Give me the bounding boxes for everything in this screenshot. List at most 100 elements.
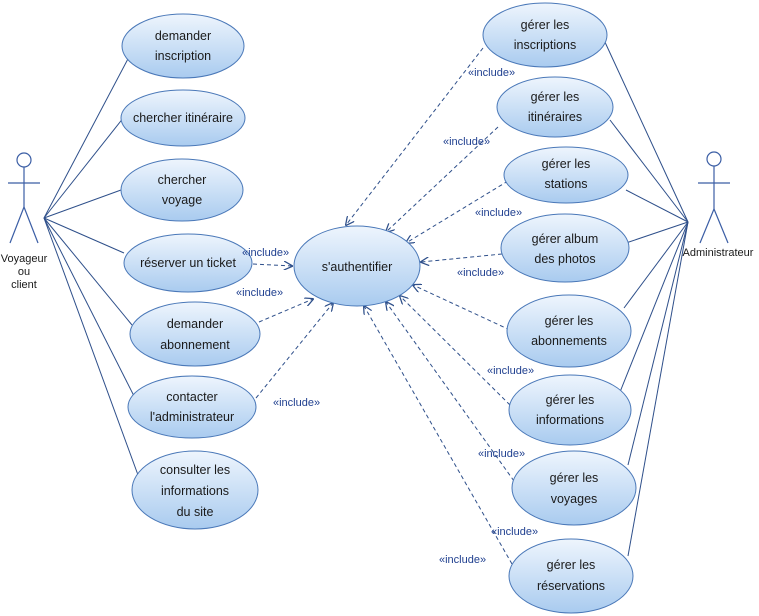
include-label: «include»	[475, 207, 522, 219]
use-case-demander-abonnement: demander abonnement	[129, 301, 261, 367]
include-label: «include»	[443, 136, 490, 148]
assoc-line	[625, 189, 689, 223]
include-arrow	[364, 306, 513, 565]
include-labels: «include» «include» «include» «include» …	[236, 67, 538, 566]
include-label: «include»	[491, 526, 538, 538]
use-case-label: abonnements	[531, 334, 607, 348]
include-arrow	[252, 264, 292, 266]
use-cases: demander inscription chercher itinéraire…	[120, 2, 637, 614]
actor-client-line: client	[11, 279, 37, 291]
assoc-line	[43, 189, 122, 219]
use-case-label: informations	[536, 413, 604, 427]
use-case-label: gérer les	[550, 471, 599, 485]
assoc-line	[619, 221, 689, 393]
include-label: «include»	[439, 554, 486, 566]
include-arrow	[406, 180, 509, 243]
include-label: «include»	[236, 287, 283, 299]
actor-client-line: ou	[18, 266, 30, 278]
use-case-label: réservations	[537, 579, 605, 593]
use-case-gerer-voyages: gérer les voyages	[511, 450, 637, 526]
use-case-label: abonnement	[160, 338, 230, 352]
include-label: «include»	[487, 365, 534, 377]
use-case-reserver-ticket: réserver un ticket	[123, 233, 253, 293]
actor-client	[8, 152, 40, 244]
stick-figure-icon	[698, 151, 730, 244]
use-case-label: contacter	[166, 390, 217, 404]
use-case-label: gérer les	[546, 393, 595, 407]
use-case-label: consulter les	[160, 463, 230, 477]
use-case-gerer-reservations: gérer les réservations	[508, 538, 634, 614]
include-label: «include»	[273, 397, 320, 409]
include-arrow	[386, 302, 515, 482]
include-label: «include»	[242, 247, 289, 259]
assoc-line	[43, 217, 136, 399]
admin-associations	[603, 39, 689, 557]
use-case-label: gérer album	[532, 232, 599, 246]
use-case-label: inscription	[155, 49, 211, 63]
use-case-label: voyage	[162, 193, 202, 207]
use-case-chercher-itineraire: chercher itinéraire	[120, 89, 246, 147]
use-case-label: informations	[161, 484, 229, 498]
use-case-contacter-admin: contacter l'administrateur	[127, 375, 257, 439]
include-label: «include»	[457, 267, 504, 279]
include-arrow	[346, 47, 484, 225]
use-case-gerer-abonnements: gérer les abonnements	[506, 294, 632, 368]
actor-admin-line: Administrateur	[683, 247, 754, 259]
use-case-label: demander	[167, 317, 223, 331]
include-arrow	[386, 126, 499, 232]
client-associations	[43, 54, 139, 476]
actor-admin-label: Administrateur	[683, 247, 754, 259]
use-case-gerer-itineraires: gérer les itinéraires	[496, 76, 614, 138]
assoc-line	[623, 221, 689, 309]
use-case-label: gérer les	[545, 314, 594, 328]
assoc-line	[43, 217, 125, 254]
assoc-line	[43, 116, 125, 219]
assoc-line	[609, 119, 689, 223]
include-label: «include»	[478, 448, 525, 460]
actor-client-line: Voyageur	[1, 253, 48, 265]
include-dependencies	[252, 47, 515, 565]
stick-figure-icon	[8, 152, 40, 244]
include-label: «include»	[468, 67, 515, 79]
use-case-label: stations	[544, 177, 587, 191]
use-case-label: gérer les	[547, 558, 596, 572]
actor-admin	[698, 151, 730, 244]
use-case-demander-inscription: demander inscription	[121, 13, 245, 79]
include-arrow	[258, 299, 313, 323]
use-case-gerer-stations: gérer les stations	[503, 146, 629, 204]
use-case-label: des photos	[534, 252, 595, 266]
use-case-gerer-informations: gérer les informations	[508, 374, 632, 446]
use-case-chercher-voyage: chercher voyage	[120, 158, 244, 222]
use-case-gerer-album: gérer album des photos	[500, 213, 630, 283]
use-case-label: voyages	[551, 492, 598, 506]
use-case-label: s'authentifier	[322, 260, 392, 274]
assoc-line	[625, 221, 689, 244]
use-case-label: chercher	[158, 173, 207, 187]
use-case-label: chercher itinéraire	[133, 111, 233, 125]
use-case-label: demander	[155, 29, 211, 43]
assoc-line	[627, 221, 689, 466]
assoc-line	[627, 221, 689, 557]
use-case-label: du site	[177, 505, 214, 519]
use-case-label: gérer les	[521, 18, 570, 32]
assoc-line	[603, 39, 689, 223]
use-case-consulter-infos: consulter les informations du site	[131, 450, 259, 530]
actor-client-label: Voyageur ou client	[1, 253, 48, 291]
include-arrow	[255, 303, 333, 399]
use-case-label: itinéraires	[528, 110, 582, 124]
use-case-label: inscriptions	[514, 38, 577, 52]
assoc-line	[43, 54, 131, 219]
use-case-label: réserver un ticket	[140, 256, 236, 270]
use-case-label: l'administrateur	[150, 410, 234, 424]
use-case-label: gérer les	[542, 157, 591, 171]
use-case-authentifier: s'authentifier	[293, 225, 421, 307]
assoc-line	[43, 217, 139, 476]
use-case-label: gérer les	[531, 90, 580, 104]
use-case-gerer-inscriptions: gérer les inscriptions	[482, 2, 608, 68]
include-arrow	[421, 253, 503, 262]
include-arrow	[413, 285, 511, 331]
include-arrow	[400, 296, 511, 406]
assoc-line	[43, 217, 133, 326]
